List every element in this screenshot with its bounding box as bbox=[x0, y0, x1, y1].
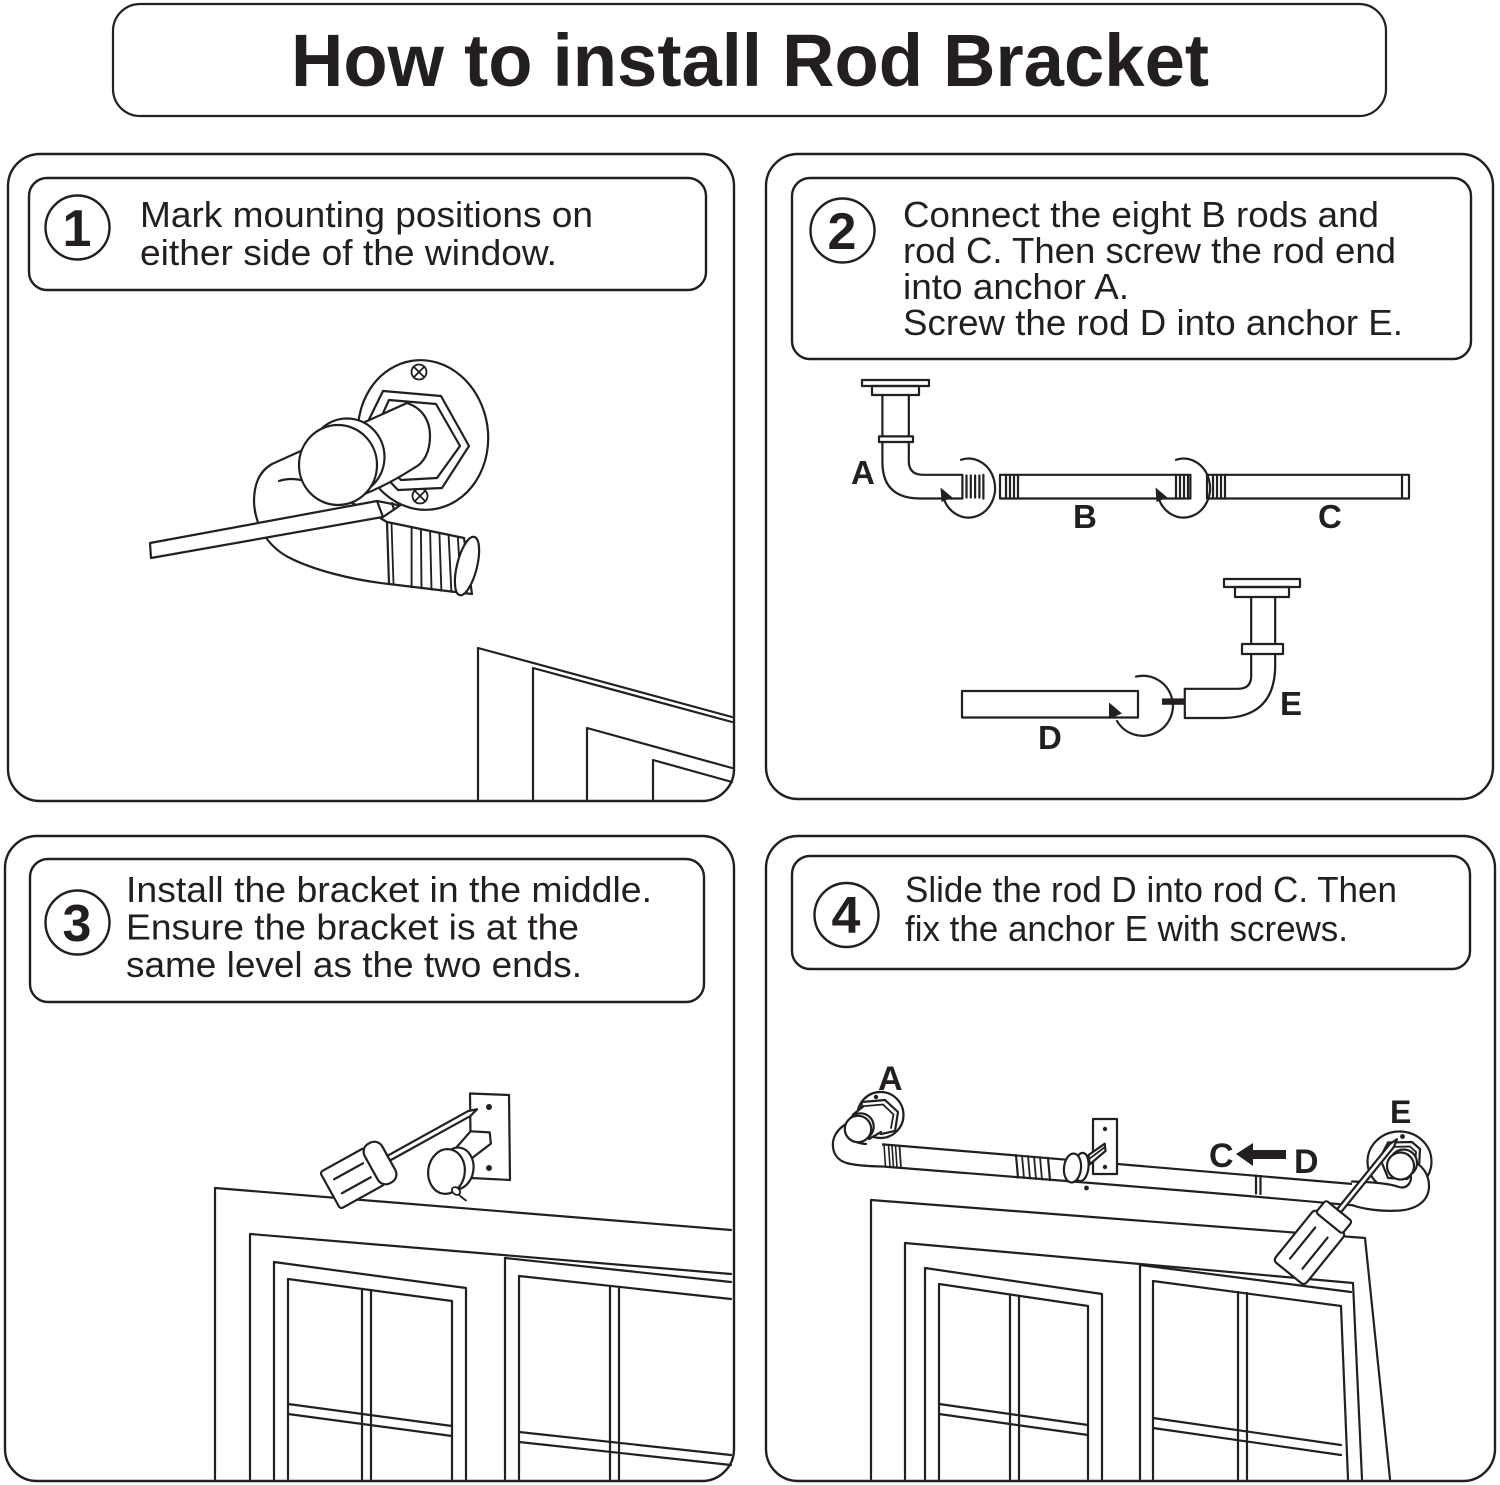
svg-text:B: B bbox=[1073, 498, 1097, 535]
svg-text:A: A bbox=[851, 454, 875, 491]
svg-text:Install the bracket in the mid: Install the bracket in the middle. bbox=[126, 869, 652, 910]
svg-text:Ensure the bracket is at the: Ensure the bracket is at the bbox=[126, 907, 579, 948]
svg-text:C: C bbox=[1209, 1137, 1234, 1175]
svg-text:into anchor A.: into anchor A. bbox=[903, 266, 1129, 307]
svg-text:rod C. Then screw the rod end: rod C. Then screw the rod end bbox=[903, 230, 1396, 271]
svg-text:same level as the two ends.: same level as the two ends. bbox=[126, 944, 582, 985]
svg-text:E: E bbox=[1390, 1094, 1411, 1130]
svg-text:Connect the eight B rods and: Connect the eight B rods and bbox=[903, 194, 1379, 235]
svg-text:E: E bbox=[1280, 685, 1302, 722]
svg-text:fix the anchor E with screws.: fix the anchor E with screws. bbox=[905, 908, 1348, 949]
svg-text:A: A bbox=[878, 1060, 903, 1098]
svg-text:How to install Rod Bracket: How to install Rod Bracket bbox=[291, 19, 1209, 102]
svg-text:3: 3 bbox=[63, 895, 92, 953]
svg-text:either side of the window.: either side of the window. bbox=[140, 232, 557, 273]
svg-text:Mark mounting positions on: Mark mounting positions on bbox=[140, 194, 593, 235]
svg-text:2: 2 bbox=[828, 203, 857, 261]
svg-text:D: D bbox=[1294, 1143, 1319, 1181]
svg-text:C: C bbox=[1318, 498, 1342, 535]
svg-text:D: D bbox=[1038, 719, 1062, 756]
svg-text:Screw the rod D into anchor E.: Screw the rod D into anchor E. bbox=[903, 302, 1403, 343]
svg-text:1: 1 bbox=[63, 200, 92, 258]
svg-text:Slide the rod D into rod C. Th: Slide the rod D into rod C. Then bbox=[905, 869, 1397, 910]
svg-text:4: 4 bbox=[832, 887, 861, 945]
